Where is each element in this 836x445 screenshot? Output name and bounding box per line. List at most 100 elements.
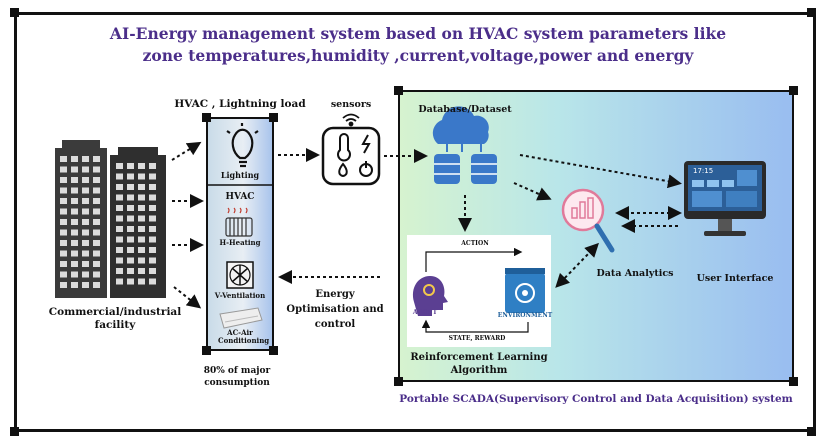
rl-environment-label: ENVIRONMENT (497, 312, 553, 319)
building-window (82, 219, 89, 225)
agent-head-icon (412, 276, 448, 316)
building-window (116, 215, 123, 222)
building-window (60, 240, 67, 246)
building-window (149, 205, 156, 211)
building-window (60, 271, 67, 278)
building-window (82, 198, 89, 204)
building-window (60, 261, 67, 267)
ac-label: AC-Air Conditioning (218, 328, 270, 345)
heating-label: H-Heating (219, 238, 261, 247)
building-window (93, 229, 100, 236)
building-window (149, 257, 156, 264)
building-window (71, 187, 78, 194)
building-window (138, 194, 145, 201)
box-corner (394, 377, 403, 386)
building-window (71, 229, 78, 236)
rl-state-reward-label: STATE, REWARD (448, 335, 506, 342)
box-corner (394, 86, 403, 95)
building-window (93, 208, 100, 215)
building-windows (60, 156, 156, 288)
building-window (93, 198, 100, 204)
box-corner (269, 346, 278, 355)
building-window (116, 268, 123, 274)
building-window (71, 156, 78, 162)
rl-agent-label: AGENT (412, 309, 438, 316)
building-window (93, 177, 100, 183)
heater-icon (225, 207, 253, 237)
building-window (149, 236, 156, 243)
building-window (60, 198, 67, 204)
ventilation-fan-icon (226, 261, 254, 289)
building-window (60, 282, 67, 288)
box-corner (202, 113, 211, 122)
building-window (60, 229, 67, 236)
building-window (127, 268, 134, 274)
building-window (138, 215, 145, 222)
building-window (60, 250, 67, 257)
arrow-facility-ac (173, 286, 202, 309)
user-interface-label: User Interface (696, 273, 774, 284)
building-window (116, 278, 123, 285)
lightbulb-icon (226, 123, 259, 168)
building-window (127, 257, 134, 264)
building-window (116, 163, 123, 169)
building-window (116, 236, 123, 243)
building-window (116, 194, 123, 201)
building-window (60, 208, 67, 215)
building-window (71, 198, 78, 204)
frame-corner (10, 8, 19, 17)
building-window (82, 166, 89, 173)
building-window (116, 173, 123, 180)
building-window (127, 184, 134, 190)
building-window (82, 261, 89, 267)
building-window (138, 184, 145, 190)
building-window (82, 282, 89, 288)
consumption-note: 80% of major consumption (203, 366, 271, 388)
database-label: Database/Dataset (418, 104, 512, 115)
building-window (60, 187, 67, 194)
building-window (71, 271, 78, 278)
rl-algorithm-label: Reinforcement Learning Algorithm (410, 352, 548, 376)
building-window (138, 173, 145, 180)
building-window (60, 219, 67, 225)
building-window (82, 177, 89, 183)
building-window (138, 226, 145, 232)
diagram-title-line1: AI-Energy management system based on HVA… (109, 24, 727, 43)
rl-action-label: ACTION (461, 240, 489, 247)
building-window (82, 208, 89, 215)
building-window (127, 236, 134, 243)
box-corner (789, 86, 798, 95)
building-window (71, 240, 78, 246)
building-window (127, 194, 134, 201)
ventilation-label: V-Ventilation (214, 291, 266, 300)
building-window (71, 219, 78, 225)
building-window (149, 215, 156, 222)
diagram-title-line2: zone temperatures,humidity ,current,volt… (142, 46, 694, 65)
building-window (138, 268, 145, 274)
building-window (149, 268, 156, 274)
building-window (127, 215, 134, 222)
building-window (93, 282, 100, 288)
building-window (149, 247, 156, 253)
arrow-facility-lighting (171, 141, 202, 161)
building-window (116, 205, 123, 211)
building-window (138, 257, 145, 264)
building-window (93, 271, 100, 278)
arrow-database-ui (519, 154, 682, 189)
building-window (71, 261, 78, 267)
scada-label: Portable SCADA(Supervisory Control and D… (399, 393, 793, 405)
building-window (138, 205, 145, 211)
box-corner (269, 113, 278, 122)
building-window (138, 236, 145, 243)
building-window (127, 226, 134, 232)
building-window (149, 278, 156, 285)
facility-label: Commercial/industrial facility (48, 306, 182, 331)
screen-time: 17:15 (693, 167, 714, 175)
building-window (60, 156, 67, 162)
building-window (138, 247, 145, 253)
building-window (149, 184, 156, 190)
building-window (93, 240, 100, 246)
building-window (127, 247, 134, 253)
box-corner (789, 377, 798, 386)
building-window (116, 247, 123, 253)
